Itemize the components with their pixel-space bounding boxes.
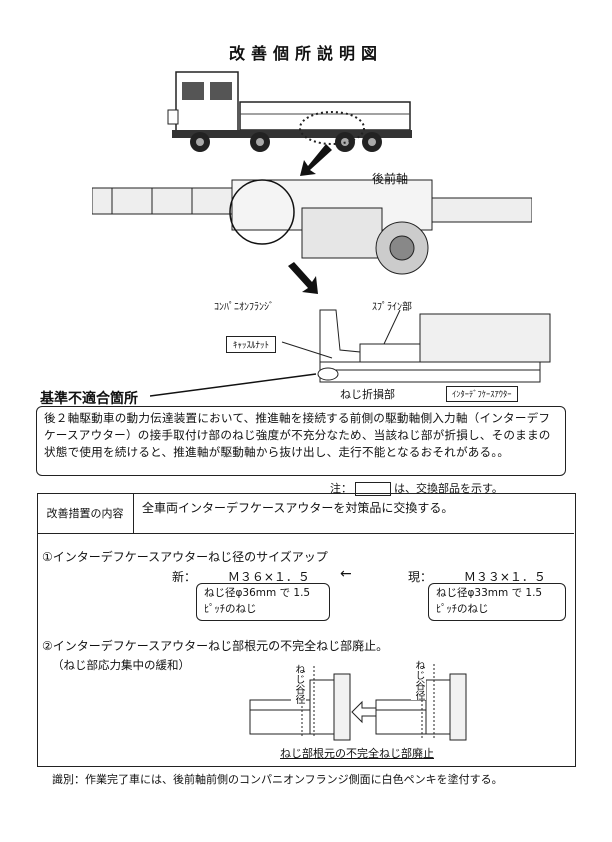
current-spec-note-line2: ﾋﾟｯﾁのねじ bbox=[436, 603, 489, 615]
measures-text: 全車両インターデフケースアウターを対策品に交換する。 bbox=[142, 501, 454, 515]
pointer-arrow-2 bbox=[288, 262, 318, 294]
new-spec-note-line2: ﾋﾟｯﾁのねじ bbox=[204, 603, 257, 615]
step2-title: ②インターデフケースアウターねじ部根元の不完全ねじ部廃止。 bbox=[42, 639, 389, 653]
label-companion-flange: ｺﾝﾊﾟﾆｵﾝﾌﾗﾝｼﾞ bbox=[214, 302, 274, 313]
current-spec-label: 現： bbox=[408, 570, 433, 584]
identification-note: 識別：作業完了車には、後前軸前側のコンパニオンフランジ側面に白色ペンキを塗付する… bbox=[52, 773, 503, 786]
measures-table bbox=[37, 493, 576, 767]
defect-heading: 基準不適合箇所 bbox=[40, 391, 138, 407]
label-castle-nut: ｷｬｯｽﾙﾅｯﾄ bbox=[226, 336, 277, 353]
measures-label: 改善措置の内容 bbox=[37, 493, 134, 534]
legend-note: 注： は、交換部品を示す。 bbox=[330, 480, 503, 496]
new-spec-value: Ｍ３６×１．５ bbox=[227, 570, 310, 584]
measures-divider bbox=[37, 533, 574, 534]
new-spec-note-line1: ねじ径φ36mm で 1.5 bbox=[204, 587, 311, 599]
label-rear-front-axle: 後前軸 bbox=[372, 172, 409, 186]
defect-leader-line bbox=[150, 373, 317, 397]
spec-arrow-icon: ← bbox=[340, 566, 352, 582]
thread-root-diagram bbox=[249, 664, 467, 741]
legend-suffix: は、交換部品を示す。 bbox=[394, 482, 503, 495]
current-spec-value: Ｍ３３×１．５ bbox=[463, 570, 546, 584]
castle-nut-leader bbox=[281, 341, 333, 359]
new-spec-note: ねじ径φ36mm で 1.5 ﾋﾟｯﾁのねじ bbox=[204, 585, 310, 617]
current-spec-note-line1: ねじ径φ33mm で 1.5 bbox=[436, 587, 543, 599]
legend-prefix: 注： bbox=[330, 482, 352, 495]
label-inter-diff: ｲﾝﾀｰﾃﾞﾌｹｰｽｱｳﾀｰ bbox=[446, 386, 518, 402]
right-thread-label: ねじ谷径 bbox=[411, 660, 426, 700]
legend-swatch bbox=[355, 482, 391, 496]
new-spec: 新： Ｍ３６×１．５ bbox=[172, 568, 310, 585]
left-thread-label: ねじ谷径 bbox=[291, 664, 306, 704]
detail-cross-section bbox=[317, 309, 551, 383]
pointer-arrow-1 bbox=[300, 144, 332, 176]
new-spec-label: 新： bbox=[172, 570, 197, 584]
current-spec-note: ねじ径φ33mm で 1.5 ﾋﾟｯﾁのねじ bbox=[436, 585, 542, 617]
new-spec-note-box bbox=[196, 583, 330, 621]
step1-title: ①インターデフケースアウターねじ径のサイズアップ bbox=[42, 550, 328, 564]
current-spec-note-box bbox=[428, 583, 566, 621]
current-spec: 現： Ｍ３３×１．５ bbox=[408, 568, 546, 585]
page-title: 改善個所説明図 bbox=[228, 44, 383, 63]
label-thread-break: ねじ折損部 bbox=[340, 388, 395, 401]
label-spline: ｽﾌﾟﾗｲﾝ部 bbox=[372, 302, 412, 313]
thread-root-caption: ねじ部根元の不完全ねじ部廃止 bbox=[280, 747, 434, 760]
defect-description-box bbox=[36, 406, 566, 476]
step2-subtitle: （ねじ部応力集中の緩和） bbox=[52, 658, 190, 672]
defect-description: 後２軸駆動車の動力伝達装置において、推進軸を接続する前側の駆動軸側入力軸（インタ… bbox=[44, 411, 551, 459]
drivetrain-illustration bbox=[92, 179, 532, 275]
truck-illustration bbox=[167, 71, 412, 152]
